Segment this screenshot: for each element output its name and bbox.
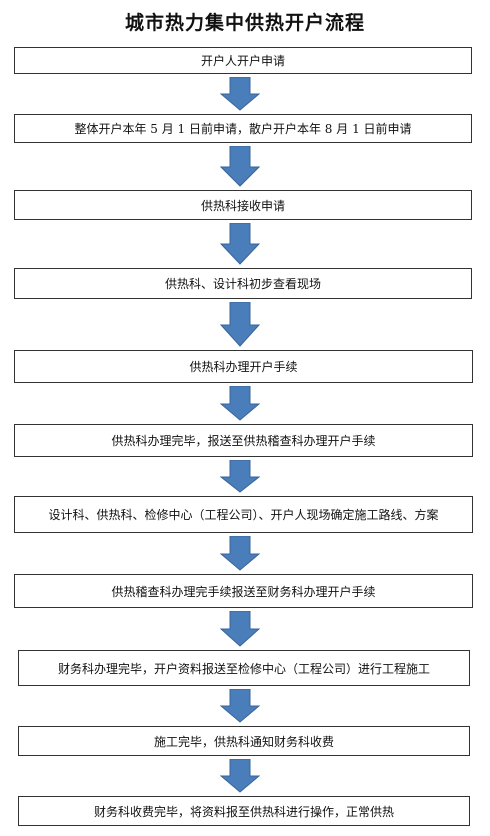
flowchart-title: 城市热力集中供热开户流程 xyxy=(124,12,365,34)
flow-step-3: 供热科接收申请 xyxy=(14,190,472,220)
down-arrow-icon xyxy=(220,77,260,111)
down-arrow-icon xyxy=(220,689,260,723)
flow-step-11: 财务科收费完毕，将资料报至供热科进行操作，正常供热 xyxy=(18,796,470,826)
flow-step-4: 供热科、设计科初步查看现场 xyxy=(14,268,472,299)
flow-step-6: 供热科办理完毕，报送至供热稽查科办理开户手续 xyxy=(14,424,473,457)
down-arrow-icon xyxy=(220,759,260,793)
flow-step-5: 供热科办理开户手续 xyxy=(14,350,473,383)
flow-step-10: 施工完毕，供热科通知财务科收费 xyxy=(18,726,470,756)
flow-step-9: 财务科办理完毕，开户资料报送至检修中心（工程公司）进行工程施工 xyxy=(18,650,470,686)
down-arrow-icon xyxy=(220,611,260,647)
down-arrow-icon xyxy=(220,536,260,571)
down-arrow-icon xyxy=(220,460,260,493)
down-arrow-icon xyxy=(220,302,260,347)
down-arrow-icon xyxy=(220,223,260,265)
down-arrow-icon xyxy=(220,386,260,421)
flow-step-7: 设计科、供热科、检修中心（工程公司）、开户人现场确定施工路线、方案 xyxy=(14,496,473,533)
flow-step-2: 整体开户本年 5 月 1 日前申请，散户开户本年 8 月 1 日前申请 xyxy=(14,114,472,143)
down-arrow-icon xyxy=(220,146,260,187)
flow-step-1: 开户人开户申请 xyxy=(14,47,472,74)
flow-step-8: 供热稽查科办理完手续报送至财务科办理开户手续 xyxy=(14,574,473,608)
